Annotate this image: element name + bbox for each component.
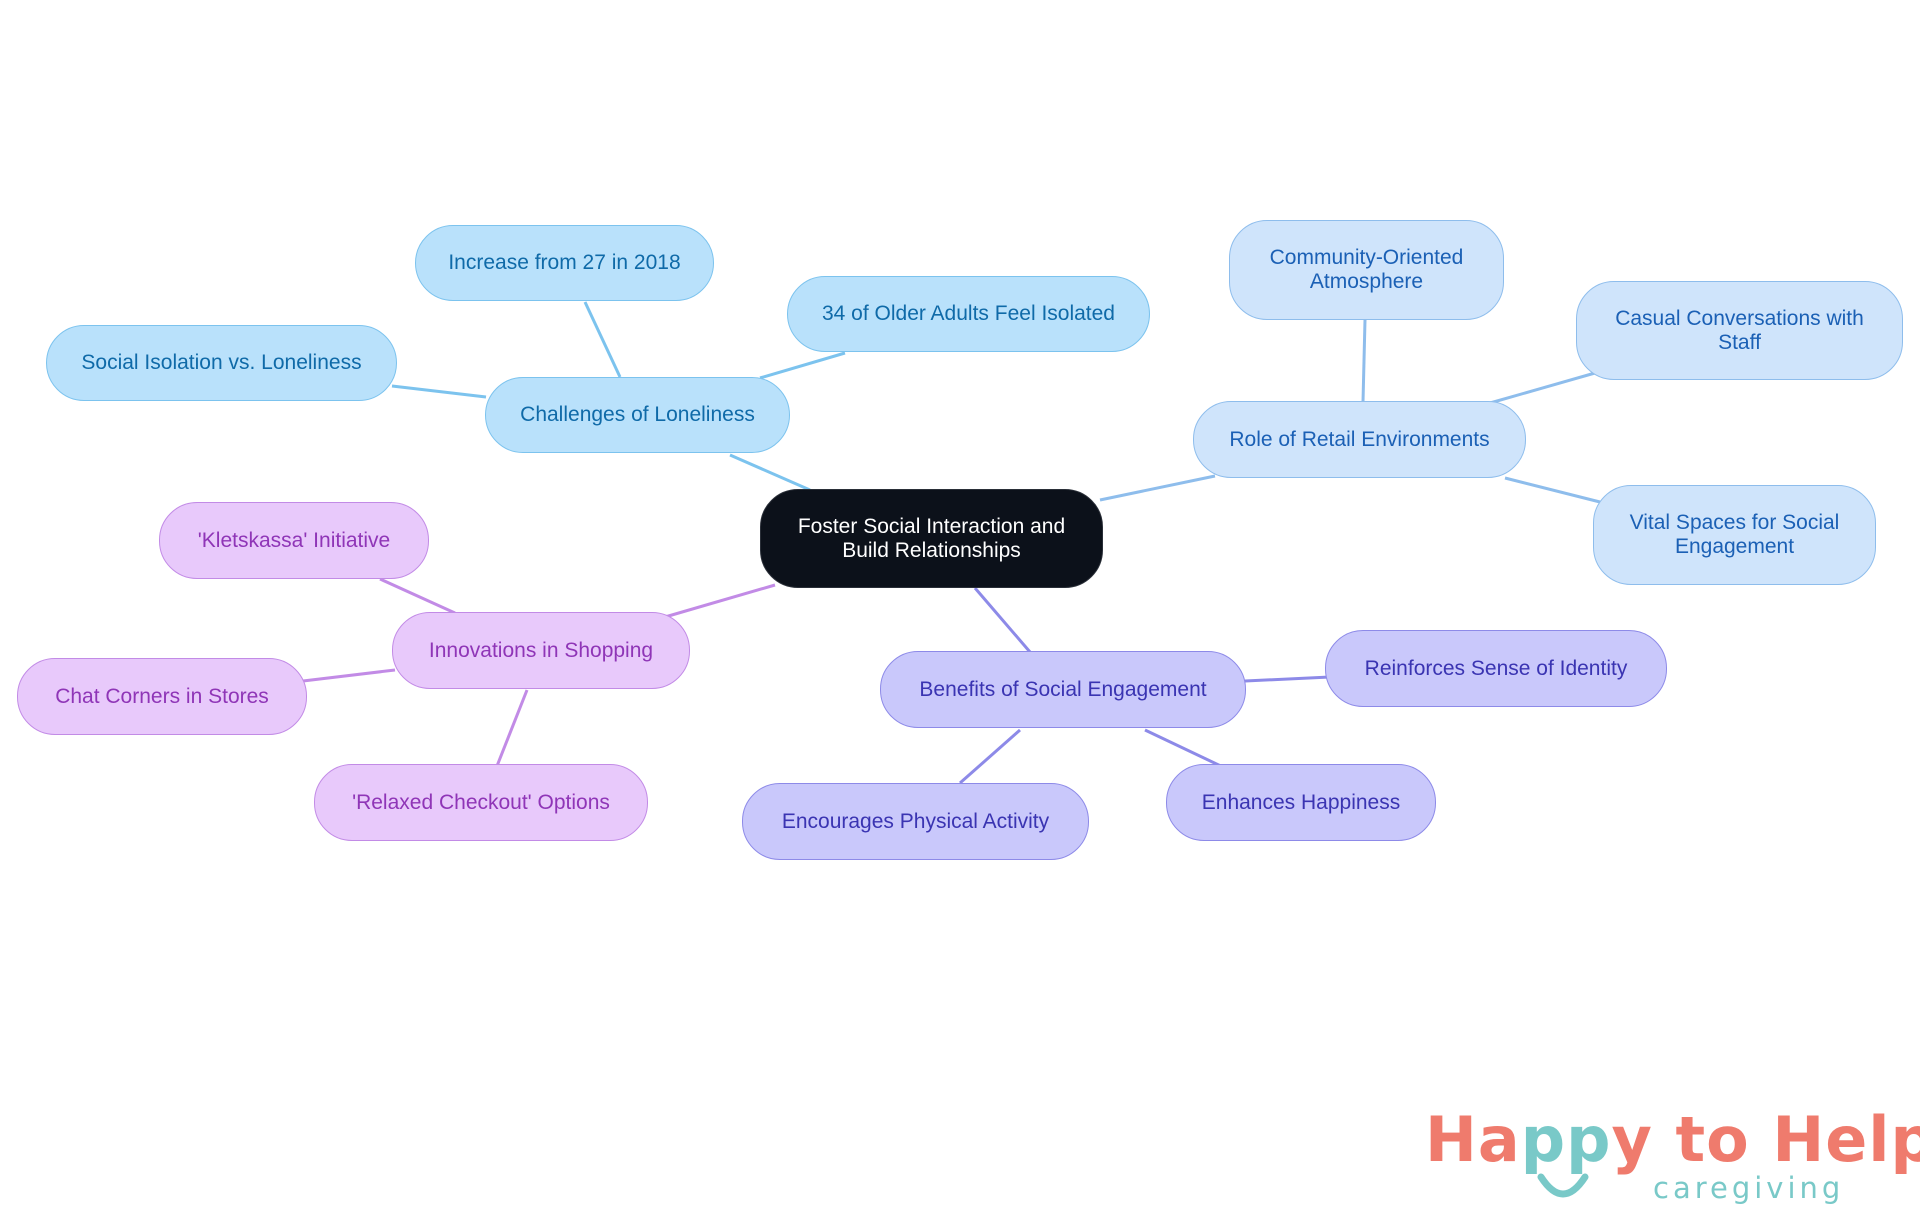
edge-benefits-physical	[959, 728, 1021, 785]
edge-retail-community	[1361, 319, 1367, 403]
node-social-isolation-vs-loneliness[interactable]: Social Isolation vs. Loneliness	[46, 325, 397, 401]
edge-innovations-chat	[302, 668, 396, 683]
logo-brand-text: Happy to Help	[1425, 1105, 1920, 1175]
root-node[interactable]: Foster Social Interaction and Build Rela…	[760, 489, 1103, 588]
logo-brand-part: pp	[1520, 1103, 1612, 1176]
node-vital-spaces-for-social-engagement[interactable]: Vital Spaces for Social Engagement	[1593, 485, 1876, 585]
node-enhances-happiness[interactable]: Enhances Happiness	[1166, 764, 1436, 841]
logo-brand-part: Ha	[1425, 1103, 1521, 1176]
node-increase-from-27[interactable]: Increase from 27 in 2018	[415, 225, 714, 301]
node-34-older-adults-isolated[interactable]: 34 of Older Adults Feel Isolated	[787, 276, 1150, 352]
edge-root-innovations	[664, 583, 776, 619]
node-chat-corners-in-stores[interactable]: Chat Corners in Stores	[17, 658, 307, 735]
edge-retail-casual	[1489, 371, 1596, 405]
branch-benefits-of-social-engagement[interactable]: Benefits of Social Engagement	[880, 651, 1246, 728]
edge-root-challenges	[729, 453, 811, 492]
node-reinforces-sense-of-identity[interactable]: Reinforces Sense of Identity	[1325, 630, 1667, 707]
node-relaxed-checkout-options[interactable]: 'Relaxed Checkout' Options	[314, 764, 648, 841]
branch-challenges-of-loneliness[interactable]: Challenges of Loneliness	[485, 377, 790, 453]
node-encourages-physical-activity[interactable]: Encourages Physical Activity	[742, 783, 1089, 860]
node-casual-conversations-with-staff[interactable]: Casual Conversations with Staff	[1576, 281, 1903, 380]
smile-icon	[1537, 1173, 1589, 1198]
edge-benefits-happiness	[1144, 728, 1226, 770]
edge-innovations-relaxed	[495, 689, 529, 767]
branch-role-of-retail-environments[interactable]: Role of Retail Environments	[1193, 401, 1526, 478]
edge-root-benefits	[973, 587, 1032, 653]
edge-challenges-increase	[583, 301, 622, 378]
edge-retail-vital	[1504, 476, 1601, 504]
logo-tagline: caregiving	[1653, 1171, 1845, 1205]
edge-challenges-34	[759, 351, 846, 380]
node-kletskassa-initiative[interactable]: 'Kletskassa' Initiative	[159, 502, 429, 579]
node-community-oriented-atmosphere[interactable]: Community-Oriented Atmosphere	[1229, 220, 1504, 320]
logo-brand-part: y to Help	[1611, 1103, 1920, 1176]
edge-benefits-identity	[1244, 675, 1331, 683]
happy-to-help-logo: Happy to Help caregiving	[1425, 1105, 1920, 1206]
edge-challenges-isolation	[391, 384, 487, 399]
edge-root-retail	[1099, 474, 1216, 502]
branch-innovations-in-shopping[interactable]: Innovations in Shopping	[392, 612, 690, 689]
edge-innovations-kletskassa	[379, 577, 456, 615]
